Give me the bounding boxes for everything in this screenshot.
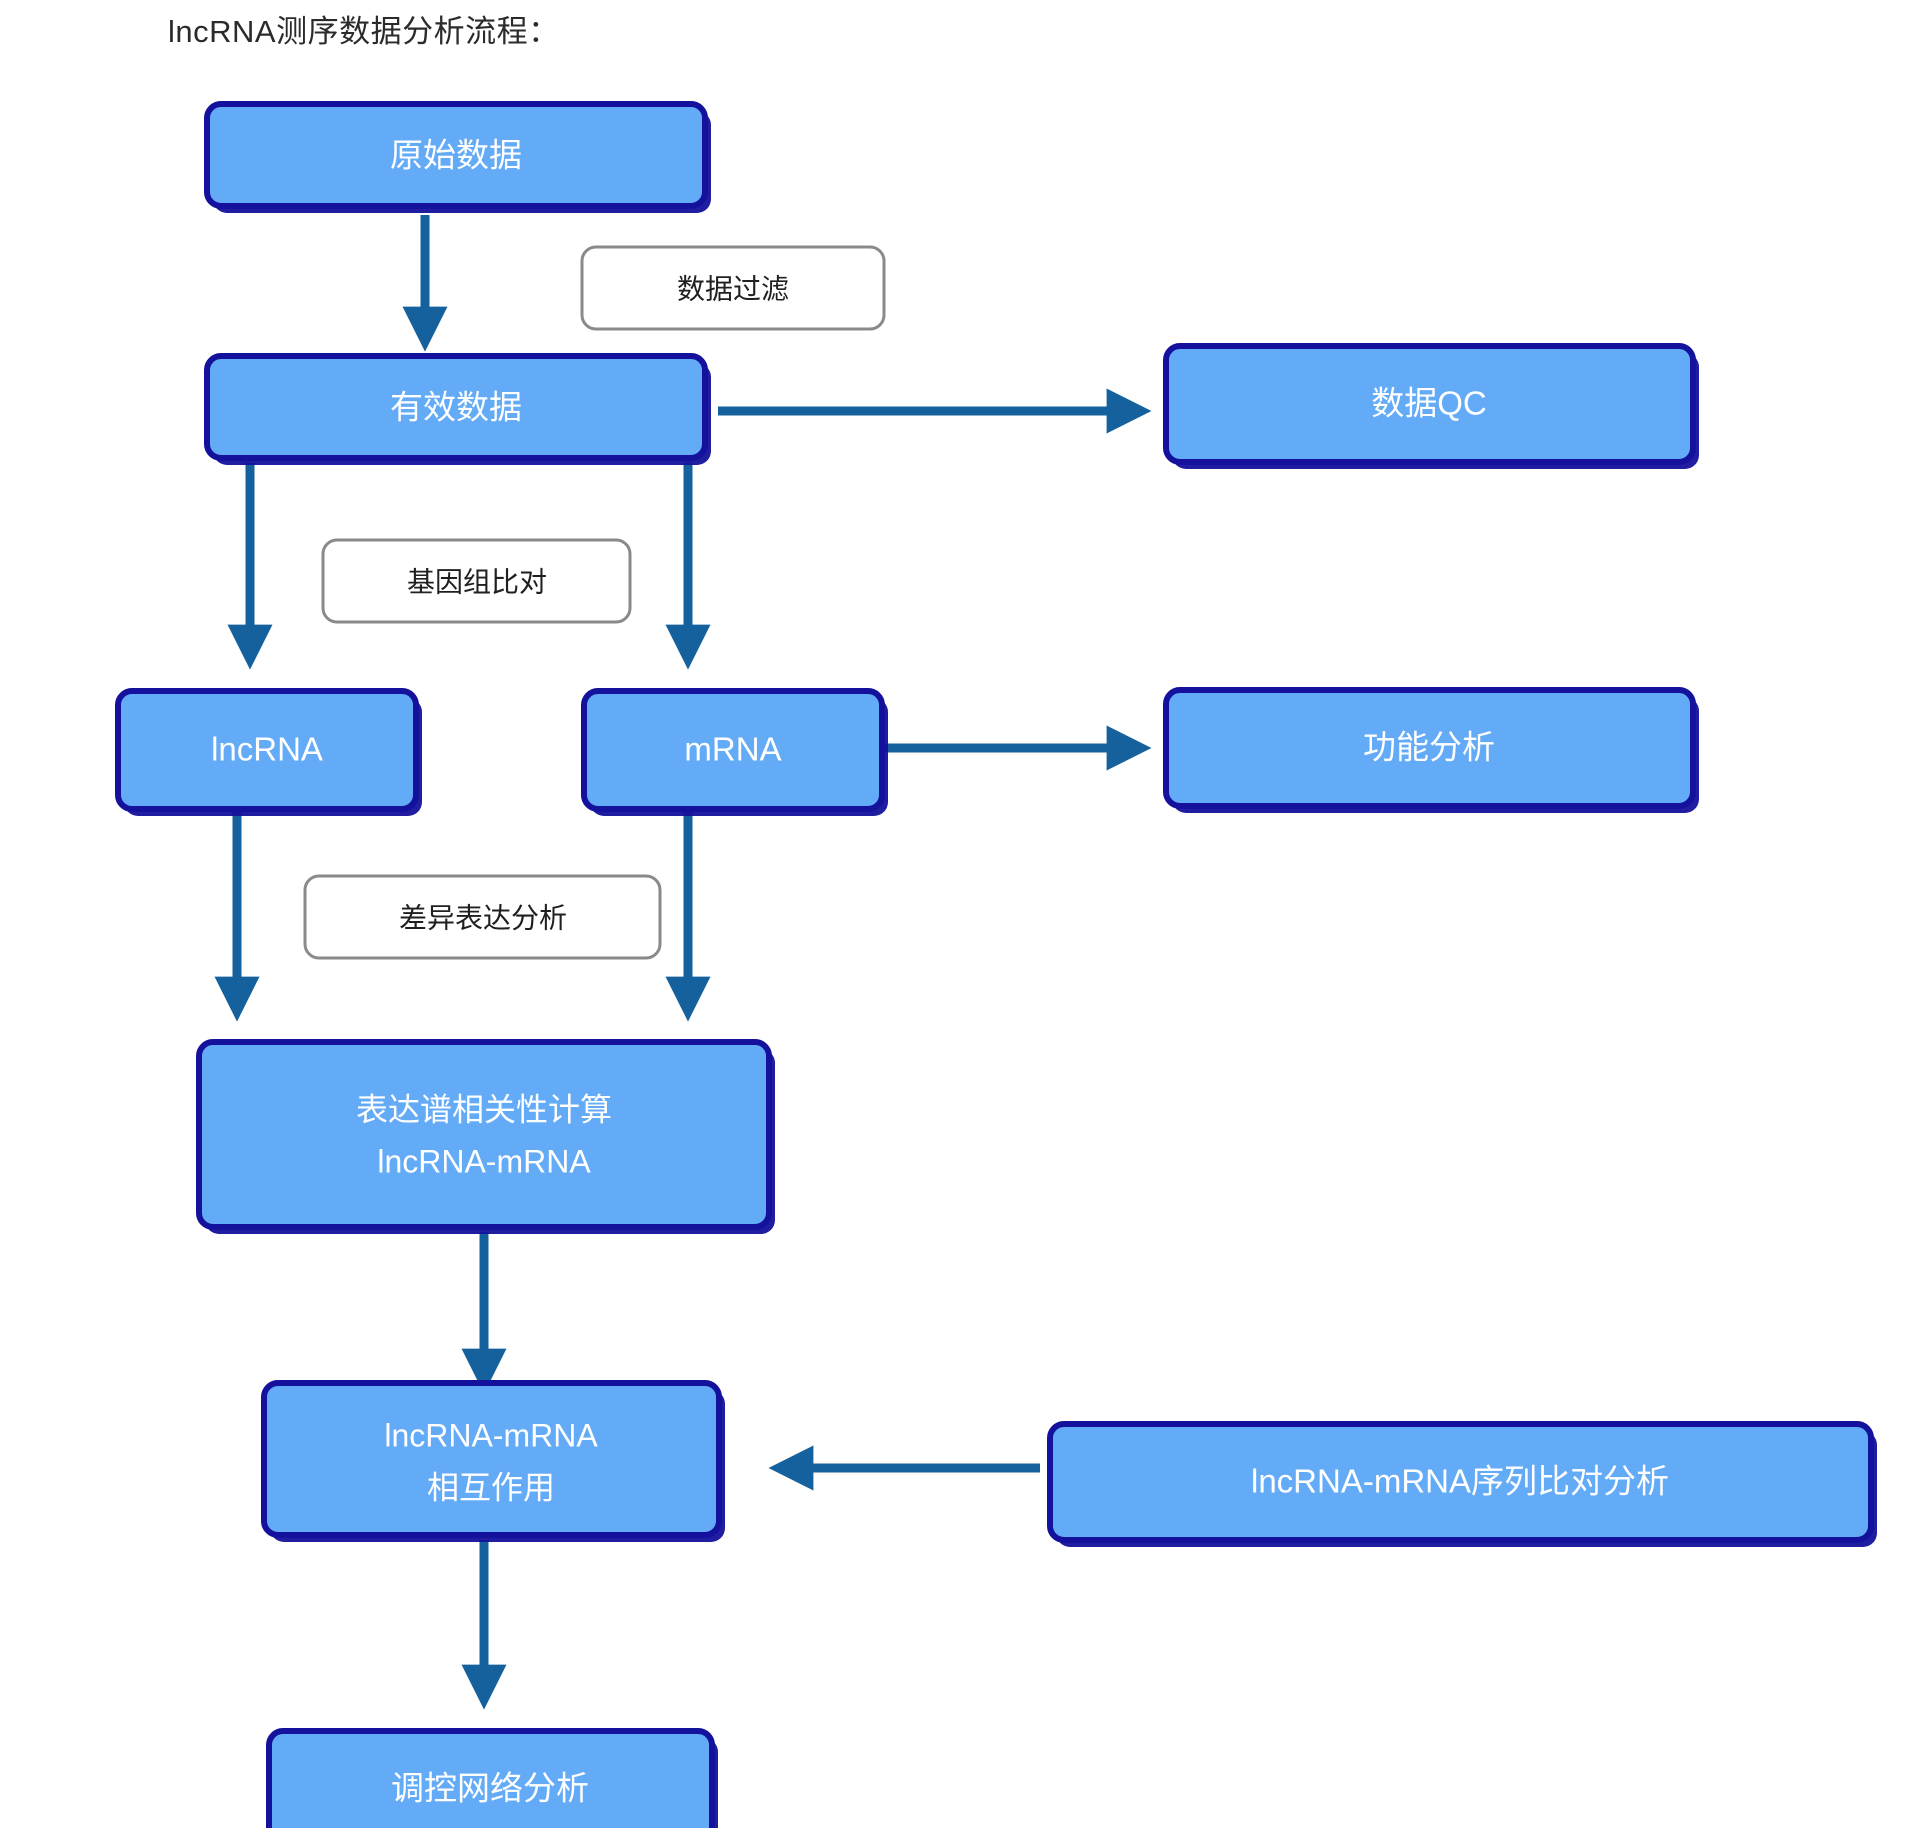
edge-label-differential-expression-text: 差异表达分析 [399,902,567,933]
node-sequence-alignment-analysis[interactable]: lncRNA-mRNA序列比对分析 [1047,1421,1877,1547]
node-valid-data-label: 有效数据 [390,389,522,426]
node-functional-analysis-label: 功能分析 [1363,729,1495,766]
node-expression-correlation-line2: lncRNA-mRNA [377,1143,591,1179]
node-raw-data[interactable]: 原始数据 [204,101,711,213]
node-mrna-label: mRNA [684,731,781,768]
node-mrna[interactable]: mRNA [581,688,888,816]
edge-label-genome-alignment[interactable]: 基因组比对 [321,538,632,624]
node-lncrna-label: lncRNA [211,731,323,768]
node-lncrna[interactable]: lncRNA [115,688,422,816]
node-valid-data[interactable]: 有效数据 [204,353,711,465]
node-functional-analysis[interactable]: 功能分析 [1163,687,1699,813]
node-raw-data-label: 原始数据 [390,137,522,174]
node-data-qc-label: 数据QC [1371,385,1487,422]
node-lncrna-mrna-interaction[interactable]: lncRNA-mRNA 相互作用 [261,1380,725,1542]
node-lncrna-mrna-interaction-line1: lncRNA-mRNA [384,1417,598,1453]
node-expression-correlation[interactable]: 表达谱相关性计算 lncRNA-mRNA [196,1039,775,1234]
node-expression-correlation-line1: 表达谱相关性计算 [356,1091,612,1127]
connectors [214,215,1152,1710]
node-lncrna-mrna-interaction-line2: 相互作用 [427,1469,555,1505]
node-data-qc[interactable]: 数据QC [1163,343,1699,469]
edge-label-genome-alignment-text: 基因组比对 [407,566,547,597]
page-title: lncRNA测序数据分析流程： [168,14,560,49]
edge-label-data-filter-text: 数据过滤 [677,273,789,304]
node-sequence-alignment-analysis-label: lncRNA-mRNA序列比对分析 [1251,1463,1669,1500]
edge-label-data-filter[interactable]: 数据过滤 [580,245,886,331]
node-regulatory-network-analysis-label: 调控网络分析 [391,1770,589,1807]
node-regulatory-network-analysis[interactable]: 调控网络分析 [266,1728,718,1828]
edge-label-differential-expression[interactable]: 差异表达分析 [303,874,662,960]
